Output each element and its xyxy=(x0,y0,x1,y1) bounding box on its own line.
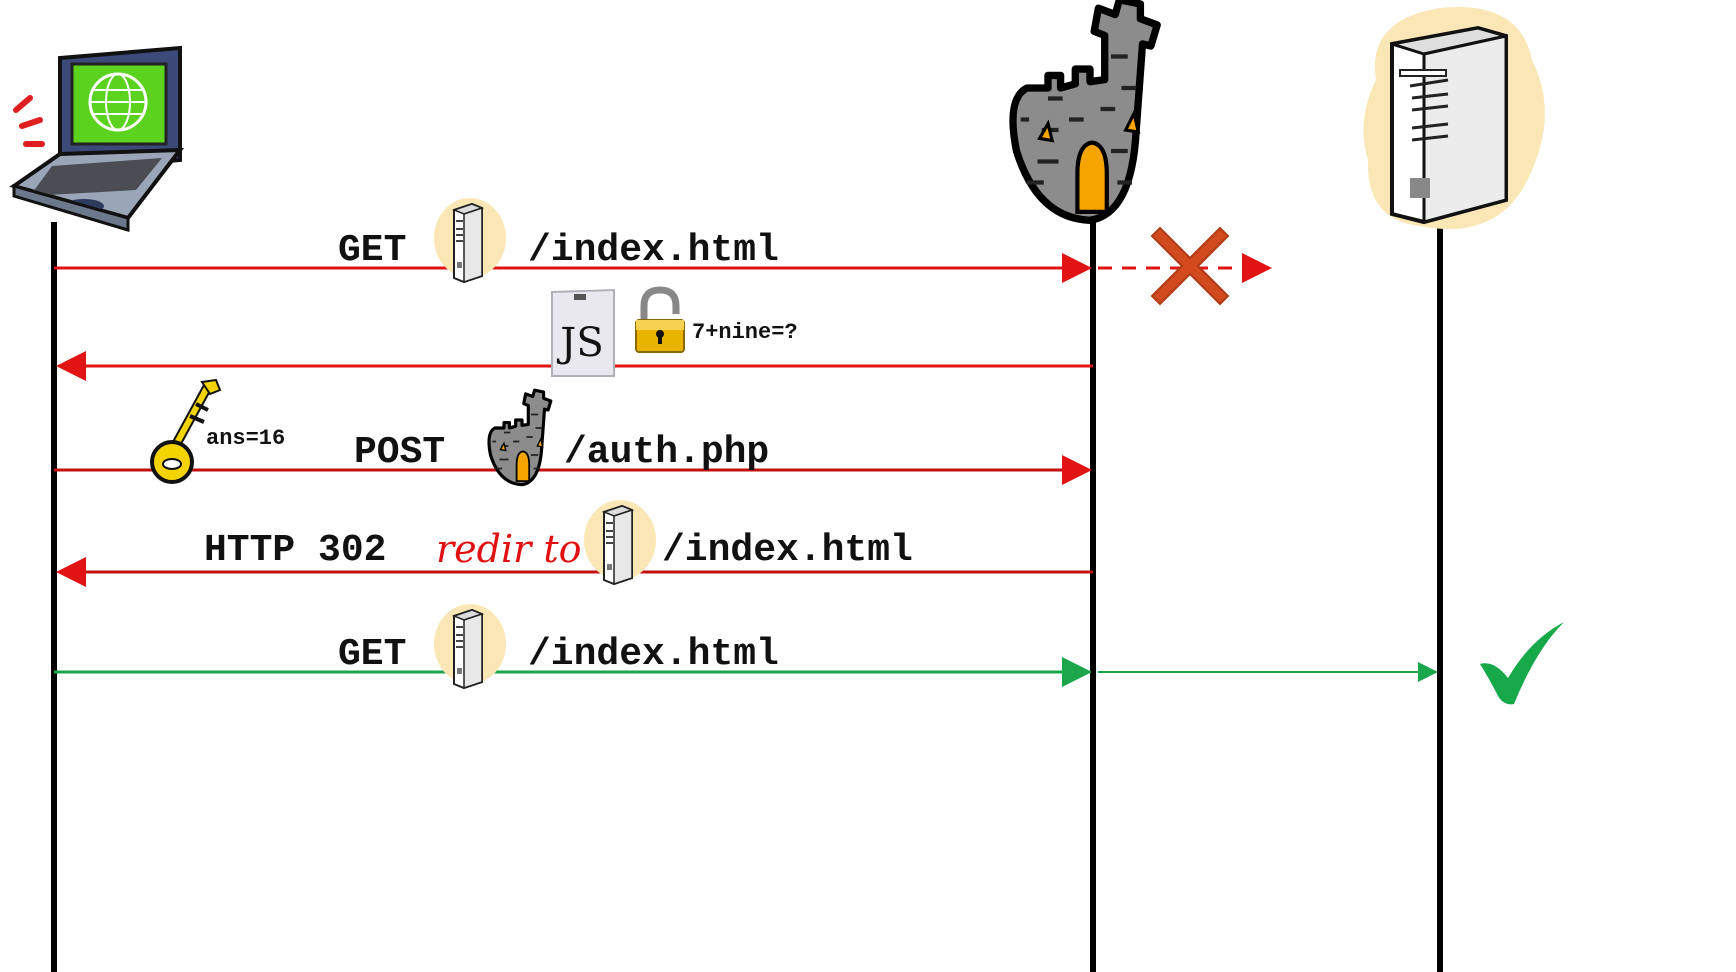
msg4-status: HTTP 302 xyxy=(204,529,386,572)
msg3-answer: ans=16 xyxy=(206,426,285,451)
msg5-method: GET xyxy=(338,633,406,676)
server-icon xyxy=(1363,7,1545,230)
msg4-redir: redir to xyxy=(436,527,582,571)
msg5-path: /index.html xyxy=(528,633,779,676)
key-icon xyxy=(150,378,222,484)
msg4-path: /index.html xyxy=(662,529,913,572)
castle-icon xyxy=(1013,0,1157,220)
msg1-path: /index.html xyxy=(528,229,779,272)
x-mark-icon xyxy=(1150,226,1230,306)
js-file-icon: JS xyxy=(551,288,615,377)
lock-icon xyxy=(635,286,685,353)
js-label: JS xyxy=(556,320,603,366)
checkmark-icon xyxy=(1480,622,1564,705)
msg2-challenge: 7+nine=? xyxy=(692,320,798,345)
msg3-method: POST xyxy=(354,431,445,474)
msg5-server-icon xyxy=(433,603,507,689)
msg3-path: /auth.php xyxy=(564,431,769,474)
msg1-method: GET xyxy=(338,229,406,272)
laptop-icon xyxy=(9,45,185,233)
